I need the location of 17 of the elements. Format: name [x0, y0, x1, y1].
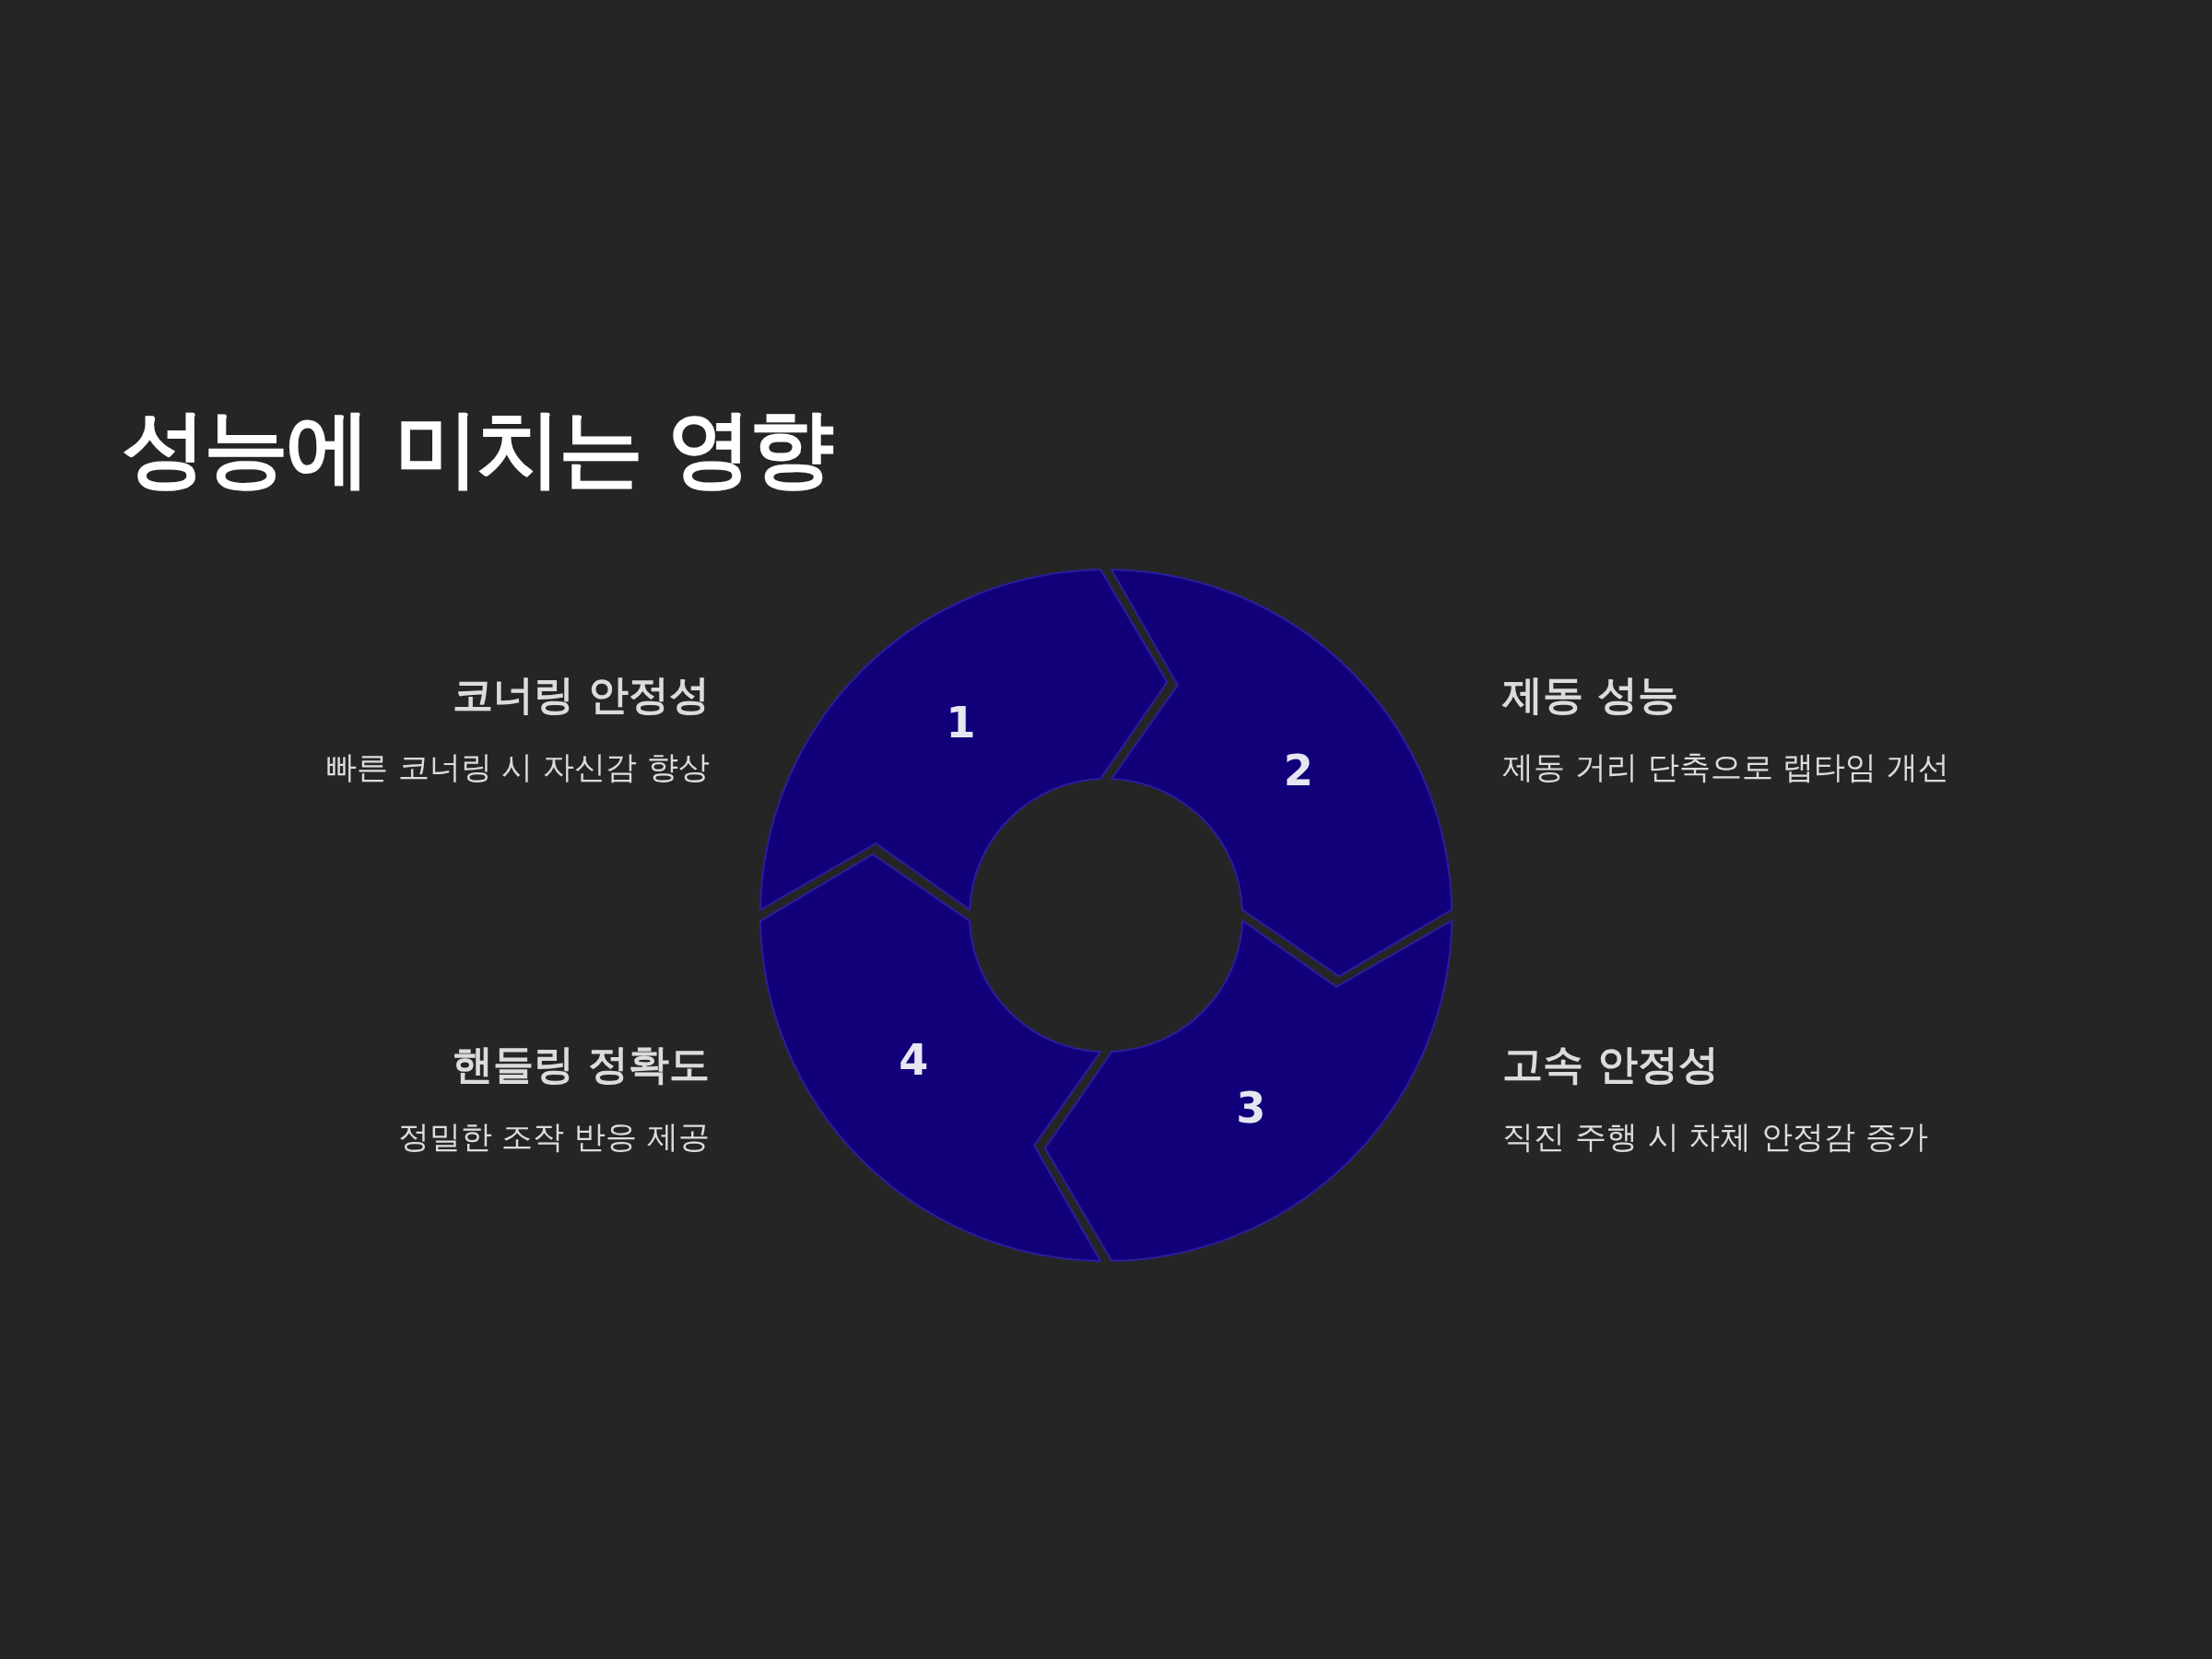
item-description: 제동 거리 단축으로 랩타임 개선	[1502, 747, 1951, 787]
step-number: 1	[946, 698, 976, 748]
item-description: 직진 주행 시 차체 안정감 증가	[1502, 1117, 1930, 1157]
step-number: 3	[1236, 1082, 1266, 1133]
ring-segment	[760, 853, 1100, 1261]
step-number: 2	[1283, 745, 1313, 795]
title: 성능에 미치는 영향	[122, 398, 832, 500]
item-heading: 코너링 안정성	[452, 670, 710, 720]
item-description: 빠른 코너링 시 자신감 향상	[324, 747, 710, 787]
ring-segment	[1112, 570, 1452, 977]
item-heading: 핸들링 정확도	[452, 1040, 710, 1089]
step-number: 4	[899, 1035, 929, 1086]
ring-segment	[1044, 921, 1452, 1261]
ring-segment	[760, 570, 1168, 910]
item-heading: 제동 성능	[1502, 670, 1680, 720]
item-heading: 고속 안정성	[1502, 1040, 1721, 1089]
item-description: 정밀한 조작 반응 제공	[397, 1117, 710, 1157]
